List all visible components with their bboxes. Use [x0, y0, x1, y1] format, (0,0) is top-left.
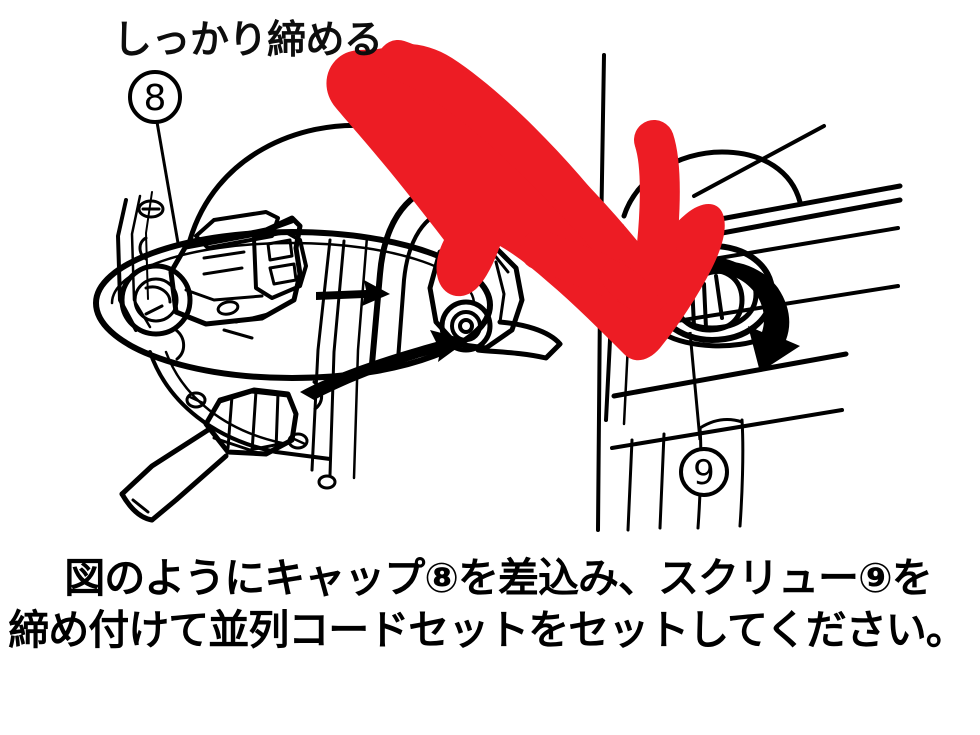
connector-outer — [168, 215, 303, 327]
cap-center-boss-outer — [439, 299, 493, 353]
socket-plate-rail-b — [328, 239, 346, 477]
power-cable-bottom — [149, 453, 229, 523]
flange-screw-3 — [317, 474, 337, 490]
connector-key-notch-1 — [266, 238, 294, 262]
lower-flange-plate — [148, 350, 332, 461]
caption-block: 図のようにキャップ⑧を差込み、スクリュー⑨を 締め付けて並列コードセットをセット… — [0, 552, 980, 656]
power-cable-end — [119, 491, 155, 523]
caption-line-2: 締め付けて並列コードセットをセットしてください。 — [8, 606, 967, 654]
socket-plate-rail-c — [352, 235, 369, 480]
callout-9-circle — [679, 447, 729, 497]
socket-plate-flange-outer — [93, 229, 493, 381]
connector-slot-1 — [202, 250, 246, 260]
bracket-screw-hole-1 — [137, 199, 165, 219]
right-leg-2 — [658, 432, 666, 530]
tighten-rotation-arrow — [692, 261, 800, 372]
red-curved-arrow — [326, 40, 725, 361]
flange-screw-slot-1 — [188, 395, 205, 405]
insertion-arrow-upper — [316, 280, 390, 306]
cable-gland-nut-bottom — [212, 436, 292, 452]
cap-center-boss-inner — [458, 318, 474, 334]
plate-port-slot-2 — [222, 328, 254, 340]
callout-8-leader — [155, 121, 180, 244]
callout-9-leader — [688, 331, 702, 441]
flange-screw-1 — [185, 391, 207, 409]
hinge-bracket-edge — [145, 191, 153, 300]
cable-gland-rib-3 — [274, 391, 280, 452]
plate-port-1 — [216, 300, 240, 316]
connector-latch — [194, 210, 280, 250]
right-panel-line-6 — [611, 351, 849, 399]
technical-illustration: 9 8 しっかり締める — [93, 18, 903, 532]
socket-plate-rail-a — [310, 238, 332, 472]
right-panel-line-7 — [610, 408, 844, 450]
bracket-screw-arc-2 — [138, 236, 148, 261]
callout-8-number: 8 — [144, 78, 167, 119]
insertion-arrow-lower — [300, 330, 468, 400]
power-cable-end-detail — [131, 498, 150, 514]
annotation-tighten-firmly: しっかり締める — [113, 18, 383, 63]
connector-body-shadow — [184, 288, 264, 302]
connector-top-ridge — [184, 220, 294, 250]
cable-gland-nut-top — [218, 390, 290, 404]
cable-gland-rib-2 — [250, 389, 258, 454]
rubber-cap-skirt — [475, 319, 563, 361]
connector-body-group — [119, 210, 308, 340]
right-leg-bridge — [698, 418, 744, 430]
lower-flange-plate-2 — [164, 350, 284, 445]
right-leg-1 — [626, 438, 634, 532]
plate-port-slot — [234, 312, 270, 324]
cap-side-ridge — [494, 260, 506, 324]
connector-slot-2 — [202, 266, 244, 276]
hinge-bracket-inner — [130, 194, 152, 329]
callout-9-group: 9 — [679, 331, 729, 497]
connector-keyed-block — [252, 230, 308, 300]
connector-boss-outer — [119, 263, 193, 337]
right-leg-4 — [738, 418, 745, 528]
connector-key-notch-2 — [268, 262, 298, 286]
power-cable-top — [119, 427, 211, 497]
red-arrow-head-right — [630, 120, 680, 312]
cable-gland-rib-1 — [226, 394, 234, 450]
connector-boss-detail-2 — [144, 304, 164, 316]
cable-gland-group — [119, 387, 299, 523]
callout-8-circle — [128, 70, 182, 124]
connector-boss-detail-1 — [144, 285, 172, 304]
plate-detail-arc-1 — [174, 328, 186, 361]
cap-center-boss-mid — [450, 310, 482, 342]
connector-boss-inner — [133, 277, 179, 323]
screw-head-highlight — [714, 274, 724, 320]
insertion-arrows — [300, 280, 468, 400]
callout-9-number: 9 — [693, 453, 715, 493]
red-arrow-tip — [598, 258, 662, 318]
right-panel-line-1 — [692, 124, 826, 198]
caption-line-1: 図のようにキャップ⑧を差込み、スクリュー⑨を — [64, 554, 932, 602]
callout-8-group: 8 — [128, 70, 182, 244]
illustration-svg: 9 8 — [93, 40, 903, 532]
red-arrow-stroke — [378, 40, 670, 310]
